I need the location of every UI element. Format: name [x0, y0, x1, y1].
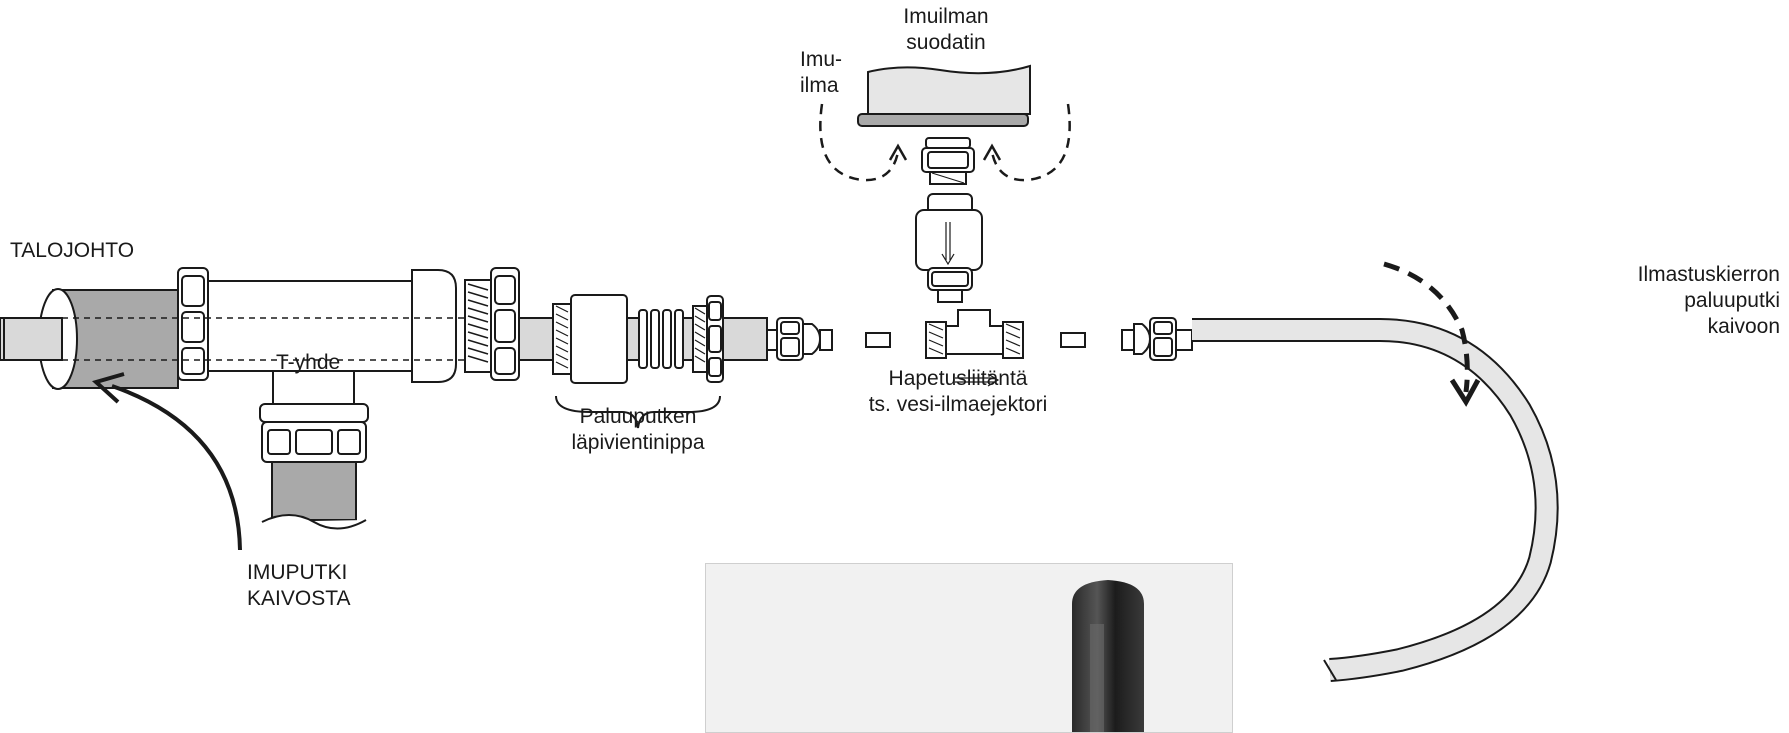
label-oxygenation: Hapetusliitäntä ts. vesi-ilmaejektori [868, 367, 1048, 416]
label-intake-filter: Imuilman suodatin [903, 5, 989, 54]
label-t-fitting: T-yhde [276, 351, 341, 374]
union-nut [464, 267, 520, 381]
ejector-tee [925, 309, 1024, 387]
air-filter [857, 64, 1031, 185]
flow-arrow-icon [1383, 261, 1481, 407]
ejector-left-connector [766, 317, 891, 361]
filter-cartridge-image [1072, 580, 1144, 732]
curved-arrow-icon [91, 372, 242, 551]
label-return-pipe: Ilmastuskierron paluuputki kaivoon [1637, 263, 1780, 338]
check-valve [915, 193, 983, 303]
ejector-right-connector [1060, 317, 1193, 361]
house-line-pipe [0, 288, 179, 390]
t-fitting [62, 267, 500, 404]
return-pipe-to-well [1192, 318, 1559, 682]
suction-pipe [259, 403, 369, 530]
label-return-nipple: Paluuputken läpivientinippa [571, 405, 705, 454]
label-suction-pipe: IMUPUTKI KAIVOSTA [247, 561, 351, 610]
dashed-arrow-icon [819, 103, 1071, 182]
label-intake-air: Imu- ilma [800, 48, 842, 97]
product-photo [705, 563, 1233, 733]
intake-arrowheads [888, 143, 1002, 161]
return-pipe-nipple [518, 294, 768, 429]
label-house-line: TALOJOHTO [10, 239, 135, 262]
